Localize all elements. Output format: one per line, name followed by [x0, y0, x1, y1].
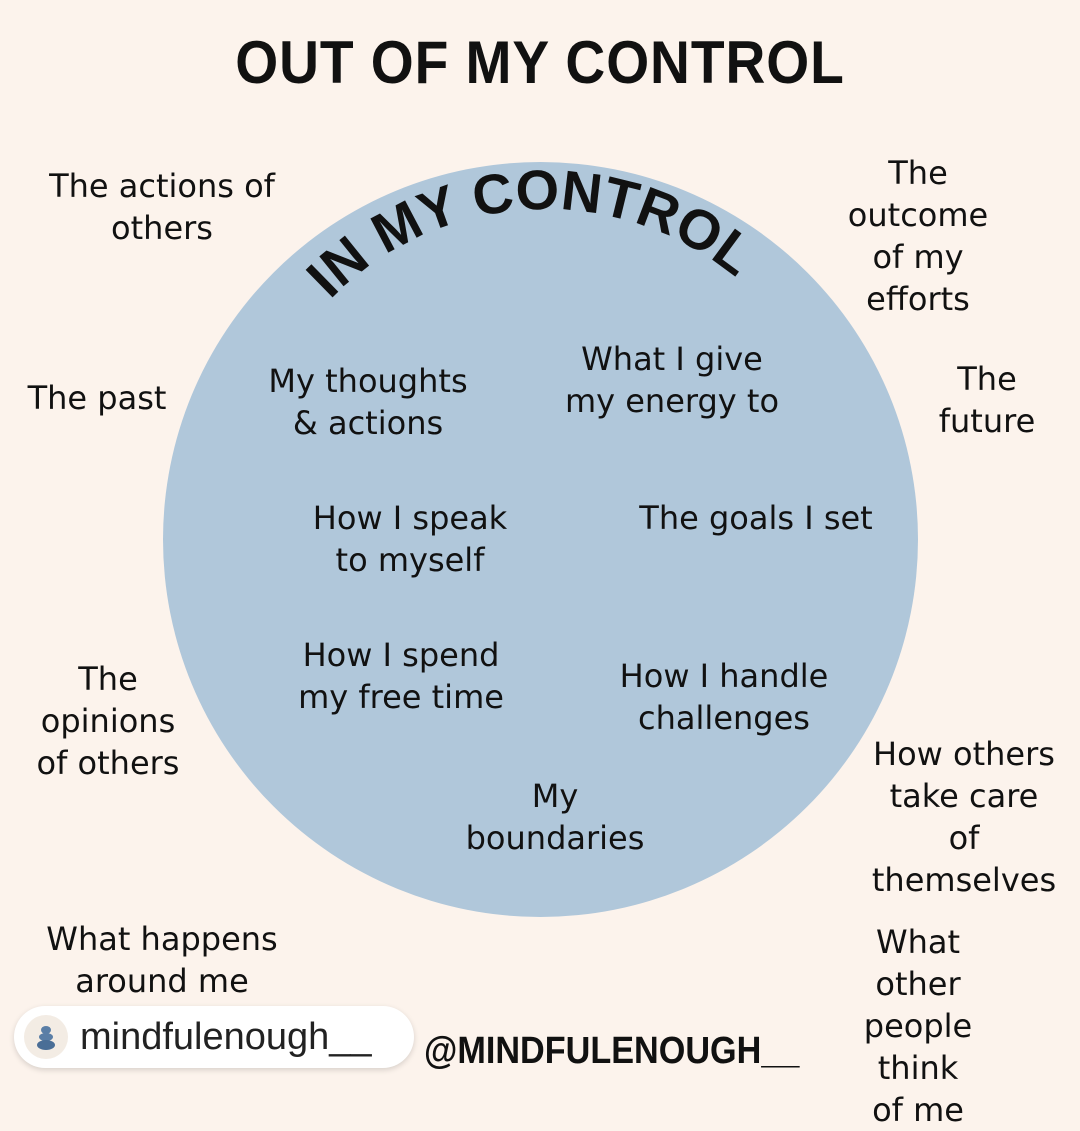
outside-item: The opinions of others [36, 660, 180, 782]
inside-item: How I spend my free time [298, 636, 504, 716]
circle-title-arc: IN MY CONTROL [294, 158, 767, 309]
outside-item: The actions of others [49, 167, 275, 247]
handle-text: @MINDFULENOUGH__ [424, 1030, 800, 1072]
outside-item: The outcome of my efforts [847, 154, 989, 318]
profile-username: mindfulenough__ [80, 1015, 372, 1058]
circle-title: IN MY CONTROL [294, 158, 767, 309]
outside-item: How others take care of themselves [871, 735, 1057, 899]
inside-item: How I handle challenges [619, 657, 829, 737]
inside-item: The goals I set [639, 499, 873, 537]
outside-item: The future [938, 360, 1036, 440]
outside-item: What happens around me [46, 920, 278, 1000]
inside-item: My thoughts & actions [268, 362, 468, 442]
inside-item: My boundaries [465, 777, 645, 857]
in-my-control-circle [163, 162, 918, 917]
outside-item: What other people think of me [863, 923, 973, 1129]
stacked-stones-logo-icon [24, 1015, 68, 1059]
page-title: OUT OF MY CONTROL [235, 29, 845, 96]
outside-item: The past [27, 379, 167, 417]
inside-item: What I give my energy to [564, 340, 780, 420]
inside-item: How I speak to myself [312, 499, 508, 579]
profile-badge[interactable]: mindfulenough__ [14, 1006, 414, 1068]
